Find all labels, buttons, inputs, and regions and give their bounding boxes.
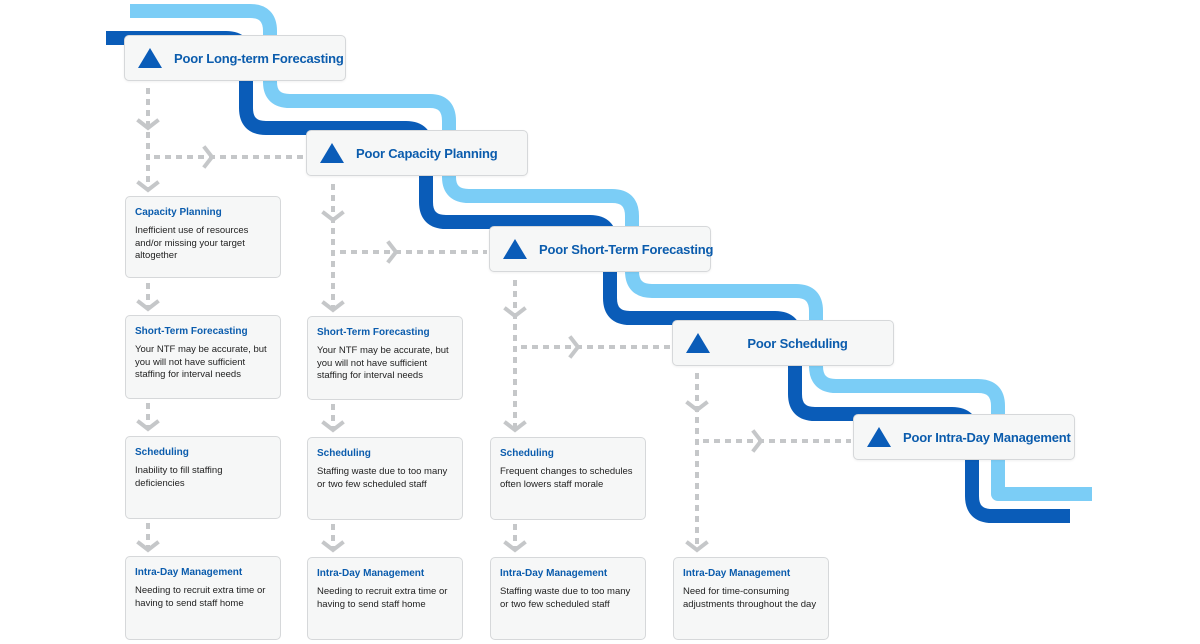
chevron-down-icon [321,540,345,553]
impact-card-intra-day-management: Intra-Day Management Staffing waste due … [490,557,646,640]
chevron-right-icon [386,240,399,264]
stage-poor-capacity-planning: Poor Capacity Planning [306,130,528,176]
dotted-connectors [136,88,851,553]
light-ribbon [130,4,1092,501]
warning-triangle-icon [138,48,162,68]
chevron-down-icon [136,419,160,432]
card-text: Frequent changes to schedules often lowe… [500,466,633,490]
stage-poor-long-term-forecasting: Poor Long-term Forecasting [124,35,346,81]
impact-card-short-term-forecasting: Short-Term Forecasting Your NTF may be a… [307,316,463,400]
impact-card-intra-day-management: Intra-Day Management Need for time-consu… [673,557,829,640]
impact-card-scheduling: Scheduling Inability to fill staffing de… [125,436,281,519]
impact-card-scheduling: Scheduling Frequent changes to schedules… [490,437,646,520]
stage-label: Poor Short-Term Forecasting [539,241,714,257]
card-title: Intra-Day Management [135,567,243,578]
stage-poor-intra-day-management: Poor Intra-Day Management [853,414,1075,460]
card-title: Intra-Day Management [500,568,608,579]
chevron-down-icon [685,400,709,413]
chevron-down-icon [503,306,527,319]
chevron-down-icon [136,540,160,553]
card-text: Inefficient use of resources and/or miss… [135,225,249,261]
impact-card-intra-day-management: Intra-Day Management Needing to recruit … [307,557,463,640]
chevron-right-icon [568,335,581,359]
card-title: Scheduling [135,447,189,458]
card-title: Scheduling [500,448,554,459]
stage-label: Poor Scheduling [747,335,848,351]
chevron-right-icon [751,429,764,453]
impact-card-intra-day-management: Intra-Day Management Needing to recruit … [125,556,281,640]
card-text: Inability to fill staffing deficiencies [135,465,223,489]
stage-label: Poor Long-term Forecasting [174,50,344,66]
card-text: Staffing waste due to too many or two fe… [317,466,448,490]
warning-triangle-icon [320,143,344,163]
stage-poor-short-term-forecasting: Poor Short-Term Forecasting [489,226,714,272]
card-title: Short-Term Forecasting [135,326,248,337]
chevron-down-icon [503,420,527,433]
card-text: Your NTF may be accurate, but you will n… [317,345,449,381]
stage-label: Poor Capacity Planning [356,145,498,161]
card-title: Capacity Planning [135,207,222,218]
card-title: Intra-Day Management [317,568,425,579]
card-text: Your NTF may be accurate, but you will n… [135,344,267,380]
card-text: Staffing waste due to too many or two fe… [500,586,631,610]
warning-triangle-icon [503,239,527,259]
impact-card-capacity-planning: Capacity Planning Inefficient use of res… [125,196,281,278]
card-text: Need for time-consuming adjustments thro… [683,586,817,610]
warning-triangle-icon [867,427,891,447]
chevron-down-icon [136,180,160,193]
card-title: Intra-Day Management [683,568,791,579]
chevron-down-icon [503,540,527,553]
card-title: Scheduling [317,448,371,459]
impact-card-scheduling: Scheduling Staffing waste due to too man… [307,437,463,520]
chevron-down-icon [321,210,345,223]
chevron-down-icon [136,299,160,312]
card-text: Needing to recruit extra time or having … [317,586,448,610]
chevron-down-icon [136,118,160,131]
chevron-down-icon [685,540,709,553]
chevron-down-icon [321,300,345,313]
card-text: Needing to recruit extra time or having … [135,585,266,609]
impact-card-short-term-forecasting: Short-Term Forecasting Your NTF may be a… [125,315,281,399]
card-title: Short-Term Forecasting [317,327,430,338]
chevron-right-icon [202,145,215,169]
warning-triangle-icon [686,333,710,353]
stage-label: Poor Intra-Day Management [903,429,1071,445]
chevron-down-icon [321,420,345,433]
stage-poor-scheduling: Poor Scheduling [672,320,894,366]
